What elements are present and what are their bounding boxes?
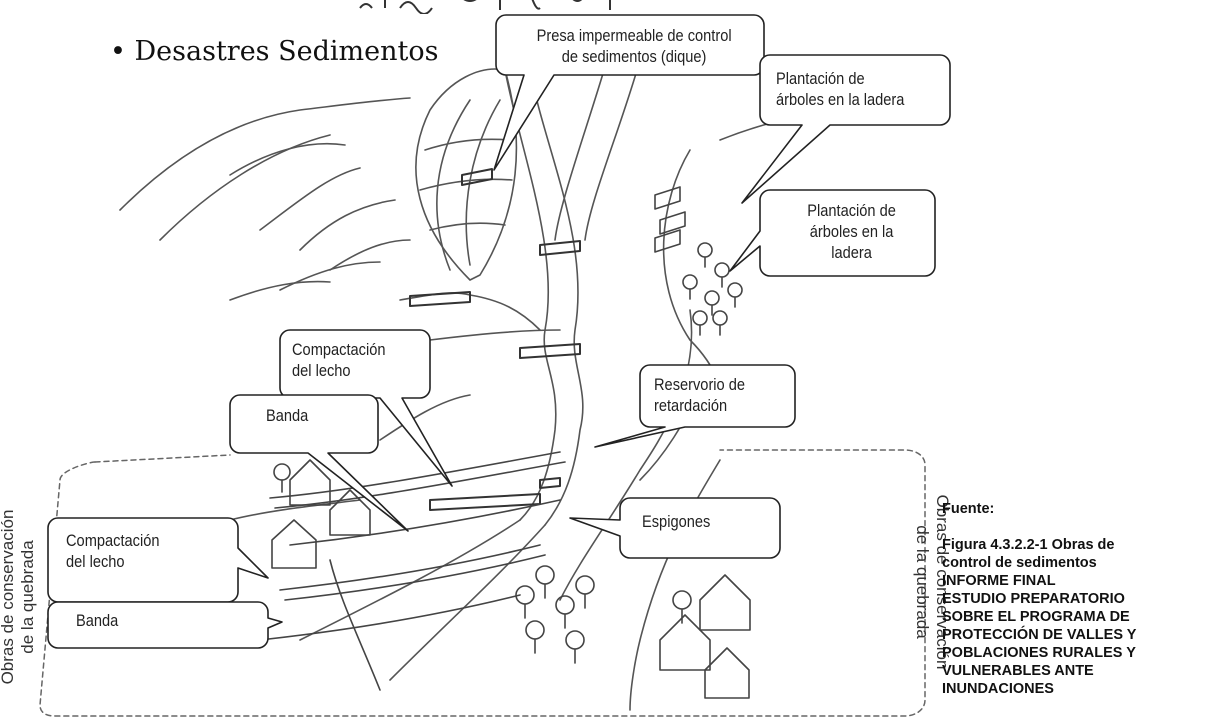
source-text: Figura 4.3.2.2-1 Obras de control de sed… [942,536,1231,698]
left-vertical-label: Obras de conservación de la quebrada [0,497,42,697]
mountain-slopes [120,98,410,300]
channel-bands [260,452,565,690]
source-caption: Fuente: Figura 4.3.2.2-1 Obras de contro… [942,482,1231,716]
trees-lower-right [516,566,594,663]
callout-plantacion-top-text: Plantación de árboles en la ladera [776,68,948,110]
callout-espigones-text: Espigones [642,511,745,532]
callout-presa-text: Presa impermeable de control de sediment… [518,25,750,67]
source-label: Fuente: [942,500,1231,518]
callout-banda-left-text: Banda [76,610,162,631]
houses-lower-right [660,575,750,698]
houses-left [272,460,370,568]
callout-compactacion-left-text: Compactación del lecho [66,530,204,572]
callout-banda-top-text: Banda [266,405,352,426]
callout-plantacion-mid-text: Plantación de árboles en la ladera [772,200,931,263]
callout-reservorio-text: Reservorio de retardación [654,374,792,416]
callout-compactacion-top-text: Compactación del lecho [292,339,421,381]
